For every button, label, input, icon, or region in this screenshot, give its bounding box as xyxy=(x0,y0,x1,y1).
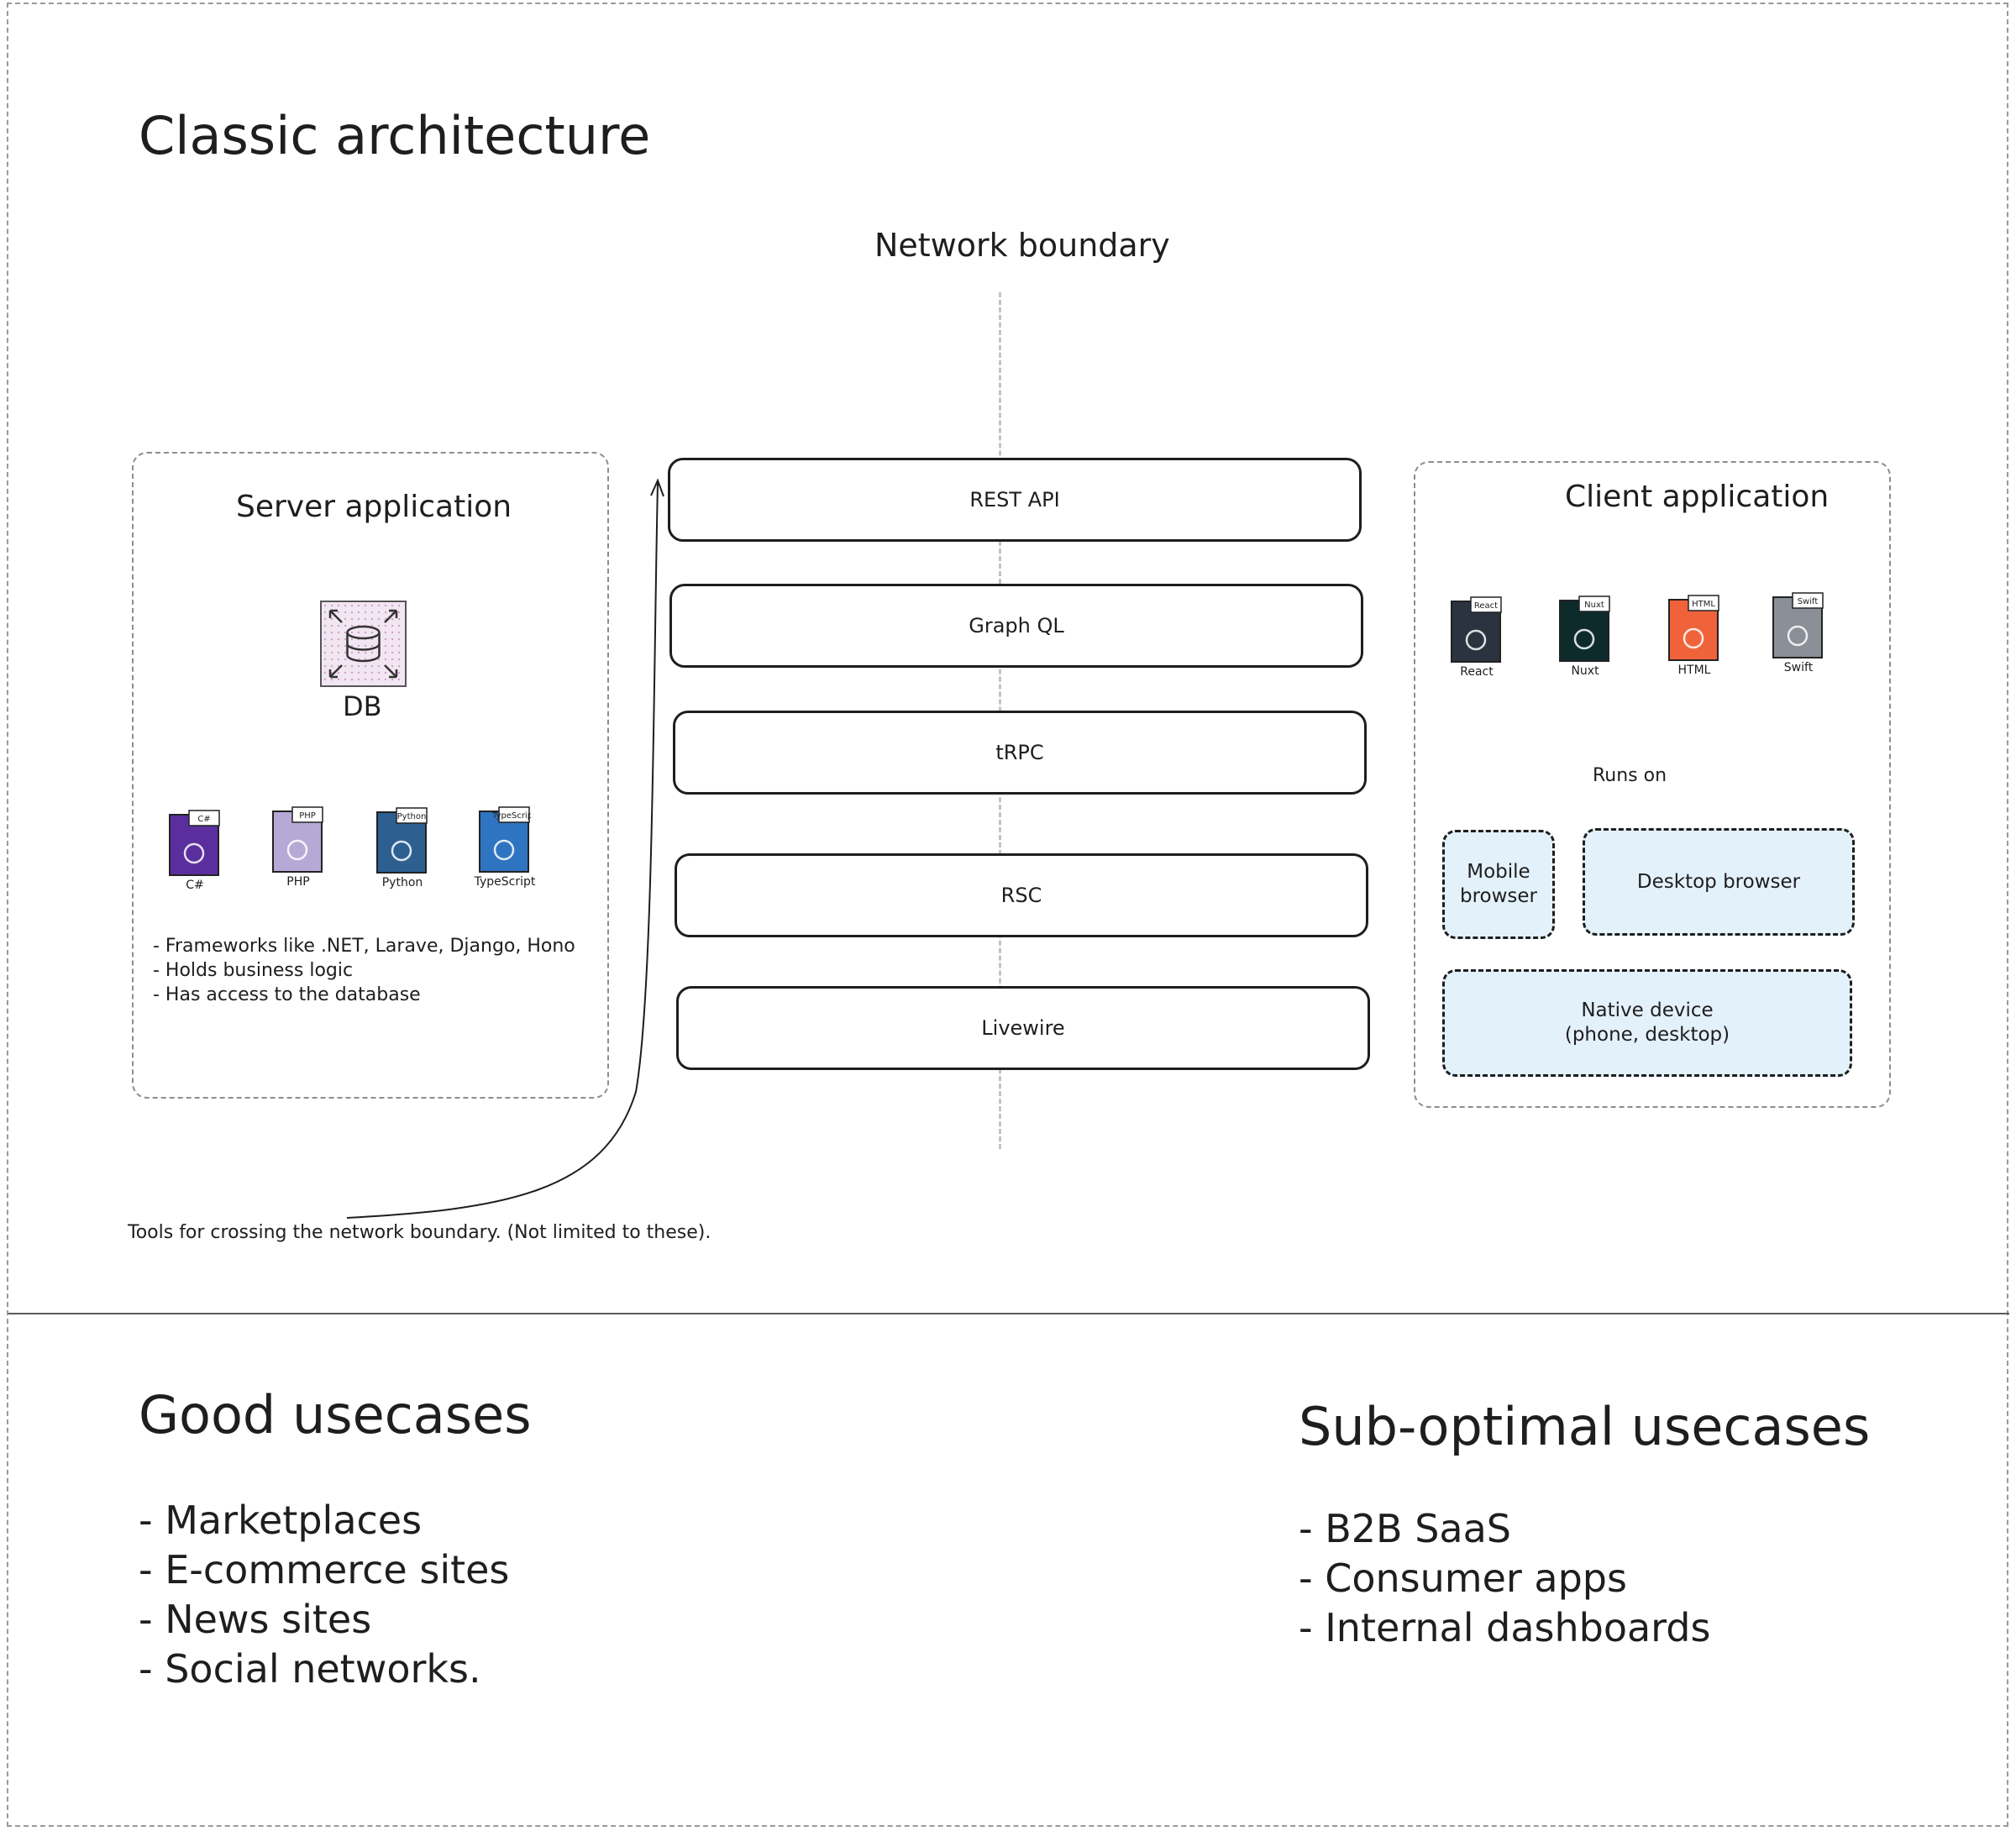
suboptimal-usecase-item: - Consumer apps xyxy=(1299,1556,1627,1601)
protocol-label: RSC xyxy=(1000,884,1042,907)
client-panel-title: Client application xyxy=(1565,480,1830,514)
protocol-label: Graph QL xyxy=(969,614,1064,637)
tools-note: Tools for crossing the network boundary.… xyxy=(128,1222,711,1243)
server-application-panel xyxy=(132,452,609,1099)
suboptimal-usecases-title: Sub-optimal usecases xyxy=(1299,1396,1871,1457)
protocol-box-trpc: tRPC xyxy=(673,711,1367,795)
database-cylinder-icon xyxy=(328,609,398,679)
protocol-box-livewire: Livewire xyxy=(676,986,1370,1070)
svg-text:Python: Python xyxy=(397,812,427,821)
protocol-label: REST API xyxy=(969,488,1060,512)
svg-text:C#: C# xyxy=(197,815,210,824)
swift-icon: Swift xyxy=(1772,592,1824,659)
protocol-label: tRPC xyxy=(995,741,1044,764)
protocol-box-rest-api: REST API xyxy=(668,458,1362,542)
client-framework-caption: HTML xyxy=(1677,664,1711,677)
mobile-browser-box: Mobile browser xyxy=(1442,830,1555,939)
client-framework-caption: React xyxy=(1460,665,1494,679)
typescript-icon: TypeScript xyxy=(479,806,536,874)
svg-text:React: React xyxy=(1474,601,1498,611)
protocol-box-graphql: Graph QL xyxy=(669,584,1363,668)
html-icon: HTML xyxy=(1668,595,1720,662)
good-usecase-item: - Social networks. xyxy=(139,1646,481,1692)
good-usecase-item: - E-commerce sites xyxy=(139,1547,510,1592)
server-language-caption: Python xyxy=(381,876,423,889)
server-language-caption: TypeScript xyxy=(474,875,536,889)
python-icon: Python xyxy=(376,807,428,874)
outer-frame xyxy=(7,3,2008,1827)
server-panel-title: Server application xyxy=(236,490,512,524)
server-language-caption: C# xyxy=(186,879,204,892)
svg-text:TypeScript: TypeScript xyxy=(491,811,531,821)
suboptimal-usecases-list: - B2B SaaS - Consumer apps - Internal da… xyxy=(1299,1504,1710,1653)
good-usecases-list: - Marketplaces - E-commerce sites - News… xyxy=(139,1496,509,1694)
good-usecase-item: - Marketplaces xyxy=(139,1498,423,1543)
desktop-browser-label: Desktop browser xyxy=(1636,870,1801,893)
server-note: - Frameworks like .NET, Larave, Django, … xyxy=(153,936,575,957)
runs-on-label: Runs on xyxy=(1593,765,1667,786)
suboptimal-usecase-item: - Internal dashboards xyxy=(1299,1605,1711,1650)
php-icon: PHP xyxy=(272,806,324,874)
database-icon xyxy=(320,601,407,687)
suboptimal-usecase-item: - B2B SaaS xyxy=(1299,1506,1511,1551)
page-title: Classic architecture xyxy=(139,105,651,166)
svg-text:Swift: Swift xyxy=(1798,597,1819,606)
react-icon: React xyxy=(1451,596,1503,664)
server-notes: - Frameworks like .NET, Larave, Django, … xyxy=(153,934,575,1007)
server-note: - Has access to the database xyxy=(153,984,421,1005)
network-boundary-label: Network boundary xyxy=(874,227,1170,264)
client-framework-caption: Nuxt xyxy=(1571,664,1599,678)
server-note: - Holds business logic xyxy=(153,960,354,981)
native-device-box: Native device (phone, desktop) xyxy=(1442,969,1852,1077)
desktop-browser-box: Desktop browser xyxy=(1583,828,1855,936)
db-label: DB xyxy=(343,690,382,722)
client-application-panel xyxy=(1414,461,1891,1108)
section-divider xyxy=(8,1313,2009,1314)
native-device-label: Native device (phone, desktop) xyxy=(1564,999,1730,1046)
protocol-box-rsc: RSC xyxy=(675,853,1368,937)
mobile-browser-label: Mobile browser xyxy=(1459,861,1538,907)
client-framework-caption: Swift xyxy=(1783,661,1814,674)
svg-text:HTML: HTML xyxy=(1692,600,1715,609)
server-language-caption: PHP xyxy=(286,875,310,889)
good-usecase-item: - News sites xyxy=(139,1597,372,1642)
svg-text:PHP: PHP xyxy=(299,811,316,821)
protocol-label: Livewire xyxy=(981,1016,1065,1040)
good-usecases-title: Good usecases xyxy=(139,1384,532,1445)
csharp-icon: C# xyxy=(169,810,221,877)
nuxt-icon: Nuxt xyxy=(1559,595,1611,663)
svg-text:Nuxt: Nuxt xyxy=(1584,601,1604,610)
